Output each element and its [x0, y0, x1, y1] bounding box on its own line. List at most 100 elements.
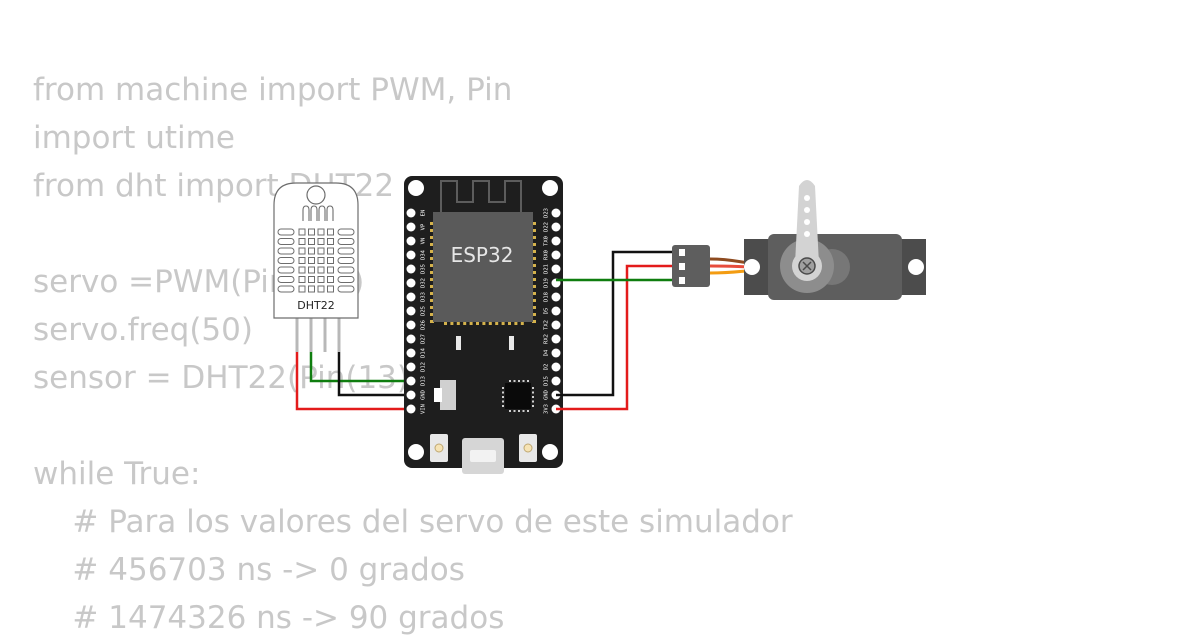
wire-vcc[interactable] [295, 352, 410, 411]
module-pad [520, 321, 524, 325]
grille-hole [308, 257, 315, 264]
reset-button-cap [523, 443, 533, 453]
grille-slot [337, 238, 355, 245]
module-pad [532, 299, 536, 302]
module-pad [476, 321, 479, 325]
pin-label: D25 [421, 306, 427, 316]
pin-label: D5 [544, 308, 550, 315]
pin-hole[interactable] [551, 264, 561, 274]
module-pad [430, 250, 434, 253]
module-pad [532, 222, 536, 225]
pin-hole[interactable] [406, 264, 416, 274]
module-pad [430, 243, 434, 246]
regulator-tab [434, 388, 442, 402]
pin-hole[interactable] [551, 348, 561, 358]
grille-slots [302, 205, 334, 221]
pin-hole[interactable] [551, 208, 561, 218]
chip-pin [518, 410, 520, 412]
pin-label: D21 [544, 264, 550, 274]
pin-hole[interactable] [551, 236, 561, 246]
dht22-label: DHT22 [297, 299, 334, 312]
pin-label: D4 [544, 349, 550, 356]
module-pad [430, 285, 434, 288]
screw-cross [802, 261, 812, 271]
pin-hole[interactable] [551, 320, 561, 330]
chip-pin [532, 400, 534, 403]
pin-label: D2 [544, 364, 550, 371]
grille-hole [317, 257, 325, 264]
grille-hole [327, 266, 334, 274]
chip-pin [502, 396, 504, 398]
module-pad [430, 264, 434, 267]
pin-hole[interactable] [406, 278, 416, 288]
pin-label: TX2 [544, 320, 550, 330]
pin-hole[interactable] [406, 292, 416, 302]
module-pad [514, 321, 518, 325]
esp32-board[interactable]: ESP32 ENVPVND34D35D32D33D25D26D27D14D12D… [404, 176, 563, 474]
pin-hole[interactable] [406, 362, 416, 372]
pin-label: RX0 [544, 250, 550, 260]
code-line: from machine import PWM, Pin [33, 72, 513, 108]
chip-pin [527, 380, 529, 382]
pin-hole[interactable] [406, 334, 416, 344]
usb-port-opening [470, 450, 496, 462]
pin-hole[interactable] [406, 236, 416, 246]
grille-slot [337, 285, 355, 293]
pin-hole[interactable] [406, 208, 416, 218]
pin-hole[interactable] [406, 320, 416, 330]
servo-motor[interactable] [672, 180, 926, 300]
chip-label: ESP32 [451, 243, 514, 267]
pin-hole[interactable] [406, 390, 416, 400]
dht22-grille [277, 205, 355, 293]
pin-label: D14 [421, 347, 427, 358]
pin-hole[interactable] [406, 222, 416, 232]
pin-label: 3V3 [544, 404, 550, 414]
chip-pin [502, 387, 504, 389]
grille-hole [298, 238, 306, 245]
grille-hole [298, 266, 306, 274]
pin-hole[interactable] [551, 306, 561, 316]
pin-label: D18 [544, 292, 550, 302]
pin-hole[interactable] [551, 362, 561, 372]
mount-hole [408, 180, 424, 196]
pin-hole[interactable] [551, 334, 561, 344]
wire-servo-power[interactable] [556, 264, 680, 411]
grille-hole [317, 285, 325, 293]
code-line: # Para los valores del servo de este sim… [33, 504, 793, 540]
grille-slot [277, 247, 295, 255]
module-pad [532, 264, 536, 267]
pin-hole[interactable] [551, 376, 561, 386]
smd-part [509, 336, 514, 350]
pin-hole[interactable] [551, 292, 561, 302]
module-pad [488, 321, 492, 325]
pin-label: D26 [421, 320, 427, 330]
module-pad [532, 306, 536, 309]
pin-label: D15 [544, 376, 550, 386]
chip-pin [527, 410, 529, 412]
pin-hole[interactable] [406, 306, 416, 316]
module-pad [495, 321, 499, 325]
pin-hole[interactable] [551, 222, 561, 232]
wire-ground[interactable] [337, 352, 410, 397]
pin-label: D35 [421, 264, 427, 274]
module-pad [430, 236, 434, 239]
connector-pin [679, 263, 685, 270]
pin-hole[interactable] [406, 404, 416, 414]
module-pad [482, 321, 486, 325]
pin-hole[interactable] [406, 348, 416, 358]
pin-hole[interactable] [406, 376, 416, 386]
horn-hole [804, 231, 810, 237]
grille-hole [298, 276, 306, 283]
wire-servo-ground[interactable] [556, 250, 680, 397]
wire-data[interactable] [309, 352, 410, 383]
grille-hole [327, 285, 334, 293]
pin-hole[interactable] [406, 250, 416, 260]
code-line: servo.freq(50) [33, 312, 253, 348]
module-pad [430, 320, 434, 323]
module-pad [430, 271, 434, 274]
servo-mount-hole [744, 259, 760, 275]
grille-hole [327, 247, 334, 255]
dht22-sensor[interactable]: DHT22 [273, 182, 359, 352]
pin-hole[interactable] [551, 250, 561, 260]
grille-hole [298, 228, 306, 236]
